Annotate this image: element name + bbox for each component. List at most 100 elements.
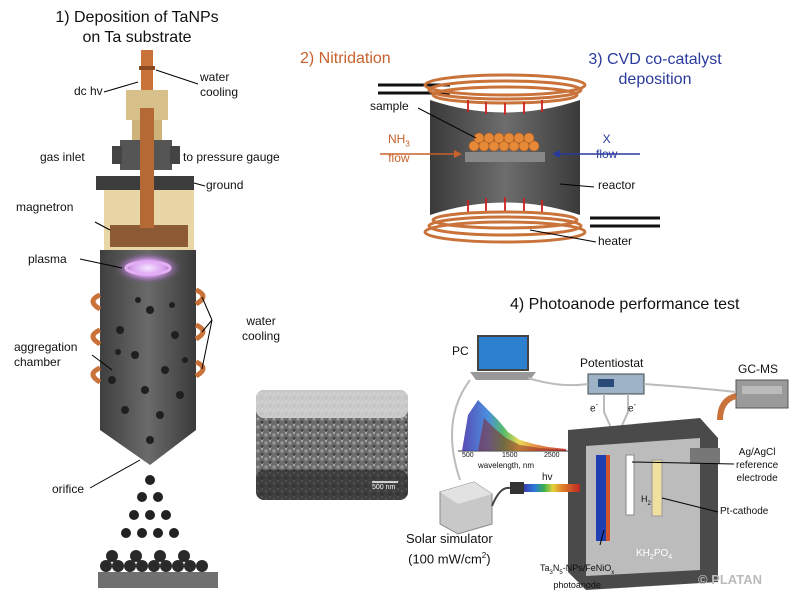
label-gas-inlet: gas inlet bbox=[40, 150, 85, 164]
label-potentiostat: Potentiostat bbox=[580, 356, 644, 370]
label-ref-3: electrode bbox=[736, 473, 778, 484]
spectrum-tick-500: 500 bbox=[462, 452, 474, 459]
label-x-flow: X flow bbox=[596, 132, 617, 162]
electron-right-text: e bbox=[628, 403, 634, 415]
pt-cathode bbox=[651, 459, 663, 517]
label-electrolyte: KH2PO4 bbox=[636, 548, 672, 561]
section4-setup bbox=[439, 335, 789, 590]
pa-sub5: 5 bbox=[559, 569, 563, 576]
label-heater: heater bbox=[598, 234, 633, 248]
electrolyte-sub2: 4 bbox=[668, 554, 673, 561]
label-orifice: orifice bbox=[52, 482, 85, 496]
deposited-nanoparticles bbox=[100, 550, 208, 572]
nh3-arrowhead bbox=[454, 150, 462, 158]
spectrum-xlabel: wavelength, nm bbox=[478, 461, 535, 470]
solar-simulator-icon bbox=[439, 481, 493, 535]
section1-title: 1) Deposition of TaNPs on Ta substrate bbox=[32, 8, 242, 48]
ta-substrate bbox=[98, 572, 218, 588]
watermark: © PLATAN bbox=[698, 572, 762, 587]
sem-top-background bbox=[256, 390, 408, 418]
electron-left-text: e bbox=[590, 403, 596, 415]
cables bbox=[451, 377, 737, 481]
section4-leader-lines bbox=[599, 461, 735, 546]
label-water-cooling-side-1: water bbox=[246, 314, 276, 328]
x-arrowhead bbox=[552, 150, 560, 158]
pa-n: N bbox=[552, 563, 560, 573]
sample-particles bbox=[468, 132, 540, 152]
label-aggregation-2: chamber bbox=[14, 355, 61, 369]
solar-2-text: (100 mW/cm bbox=[408, 551, 482, 567]
electrolyte-sub1: 2 bbox=[649, 554, 654, 561]
label-ref-1: Ag/AgCl bbox=[738, 447, 776, 458]
nanoparticle-beam bbox=[121, 475, 179, 538]
label-h2: H2 bbox=[641, 494, 651, 507]
potentiostat-icon bbox=[587, 373, 645, 395]
label-x: X bbox=[602, 132, 611, 146]
electron-left-sup: - bbox=[595, 402, 598, 409]
gas-line bbox=[717, 393, 737, 421]
label-ref-2: reference bbox=[736, 460, 779, 471]
section2-leader-lines bbox=[417, 107, 597, 243]
label-photoanode-1: Ta3N5-NPs/FeNiOx bbox=[540, 562, 614, 579]
section1-leader-lines bbox=[79, 69, 213, 489]
label-water-cooling-top-1: water bbox=[200, 70, 230, 84]
solar-2-close: ) bbox=[486, 551, 491, 567]
laptop-icon bbox=[470, 335, 536, 380]
sem-image bbox=[256, 390, 408, 500]
side-cooling-coils bbox=[90, 287, 206, 385]
sem-scale-bar-label: 500 nm bbox=[372, 484, 396, 491]
label-nh3: NH3 bbox=[388, 132, 410, 151]
pa-sub3: 3 bbox=[549, 569, 553, 576]
label-reference-electrode: Ag/AgCl reference electrode bbox=[736, 446, 778, 485]
section3-title-line2: deposition bbox=[618, 71, 692, 88]
section3-title-line1: 3) CVD co-catalyst bbox=[588, 51, 722, 68]
label-electron-right: e- bbox=[628, 402, 636, 414]
label-hv: hv bbox=[542, 472, 553, 483]
label-sample: sample bbox=[370, 99, 409, 113]
nanoparticles-in-chamber bbox=[108, 297, 188, 444]
label-pressure-gauge: to pressure gauge bbox=[183, 150, 280, 164]
label-aggregation-1: aggregation bbox=[14, 340, 78, 354]
central-rod bbox=[140, 108, 154, 228]
reference-electrode bbox=[625, 454, 635, 516]
electrolyte-kh: KH bbox=[636, 548, 650, 559]
label-pt-cathode: Pt-cathode bbox=[720, 506, 769, 517]
h2-text: H bbox=[641, 494, 648, 504]
magnetron-target bbox=[110, 225, 188, 247]
photoanode-plate bbox=[596, 455, 606, 541]
label-x-flow-word: flow bbox=[596, 147, 618, 161]
spectrum-tick-2500: 2500 bbox=[544, 452, 560, 459]
plasma-ring bbox=[124, 260, 172, 276]
section4-title: 4) Photoanode performance test bbox=[510, 296, 740, 313]
spectrum-tick-1500: 1500 bbox=[502, 452, 518, 459]
label-aggregation-chamber: aggregation chamber bbox=[14, 340, 77, 370]
pa-subx: x bbox=[611, 569, 615, 576]
label-water-cooling-side-2: cooling bbox=[242, 329, 281, 343]
label-plasma: plasma bbox=[28, 252, 67, 266]
label-magnetron: magnetron bbox=[16, 200, 74, 214]
light-beam bbox=[520, 484, 580, 492]
label-photoanode-2: photoanode bbox=[553, 579, 601, 590]
tube-collar bbox=[139, 66, 155, 70]
label-solar-2: (100 mW/cm2) bbox=[406, 547, 493, 567]
section1-title-line1: 1) Deposition of TaNPs bbox=[55, 9, 219, 26]
heat-arrows-top bbox=[467, 100, 543, 115]
label-water-cooling-top-2: cooling bbox=[200, 85, 239, 99]
label-water-cooling-side: water cooling bbox=[242, 314, 280, 344]
label-solar-1: Solar simulator bbox=[406, 531, 493, 546]
bottom-heater-coil bbox=[423, 210, 587, 244]
section3-title: 3) CVD co-catalyst deposition bbox=[560, 50, 750, 90]
sem-substrate-layer bbox=[256, 470, 408, 500]
label-nh3-flow: NH3 flow bbox=[388, 132, 410, 166]
section2-title: 2) Nitridation bbox=[300, 50, 391, 67]
electron-right-sup: - bbox=[633, 402, 636, 409]
cell-inner bbox=[586, 438, 700, 576]
label-solar-simulator: Solar simulator (100 mW/cm2) bbox=[406, 530, 493, 567]
photoanode-coating bbox=[606, 455, 610, 541]
solar-spectrum-chart bbox=[458, 400, 568, 452]
section1-title-line2: on Ta substrate bbox=[82, 29, 192, 46]
fiber-cable bbox=[491, 486, 511, 507]
label-ground: ground bbox=[206, 178, 244, 192]
nh3-text: NH bbox=[388, 132, 406, 146]
